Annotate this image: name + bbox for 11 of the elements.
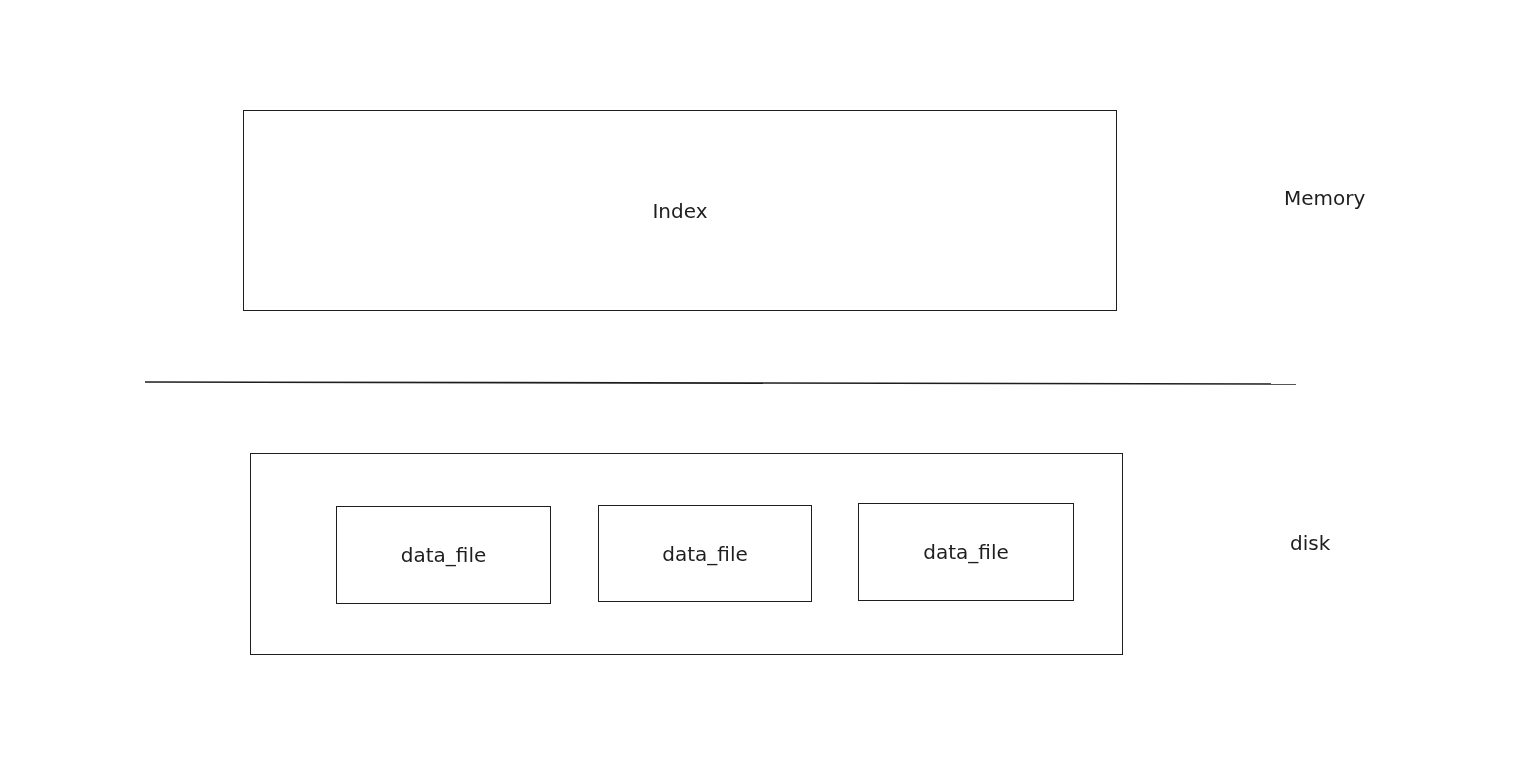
box-label: data_file (923, 540, 1009, 564)
box-label: data_file (662, 541, 748, 566)
box-label: Index (652, 198, 708, 223)
process-box (336, 506, 551, 604)
layer-label: disk (1290, 531, 1331, 555)
storage-box (250, 453, 1123, 655)
layer-label: Memory (1284, 186, 1366, 210)
process-box (243, 110, 1117, 311)
box-label: data_file (400, 543, 487, 567)
process-box (858, 503, 1074, 601)
process-box (598, 505, 812, 602)
